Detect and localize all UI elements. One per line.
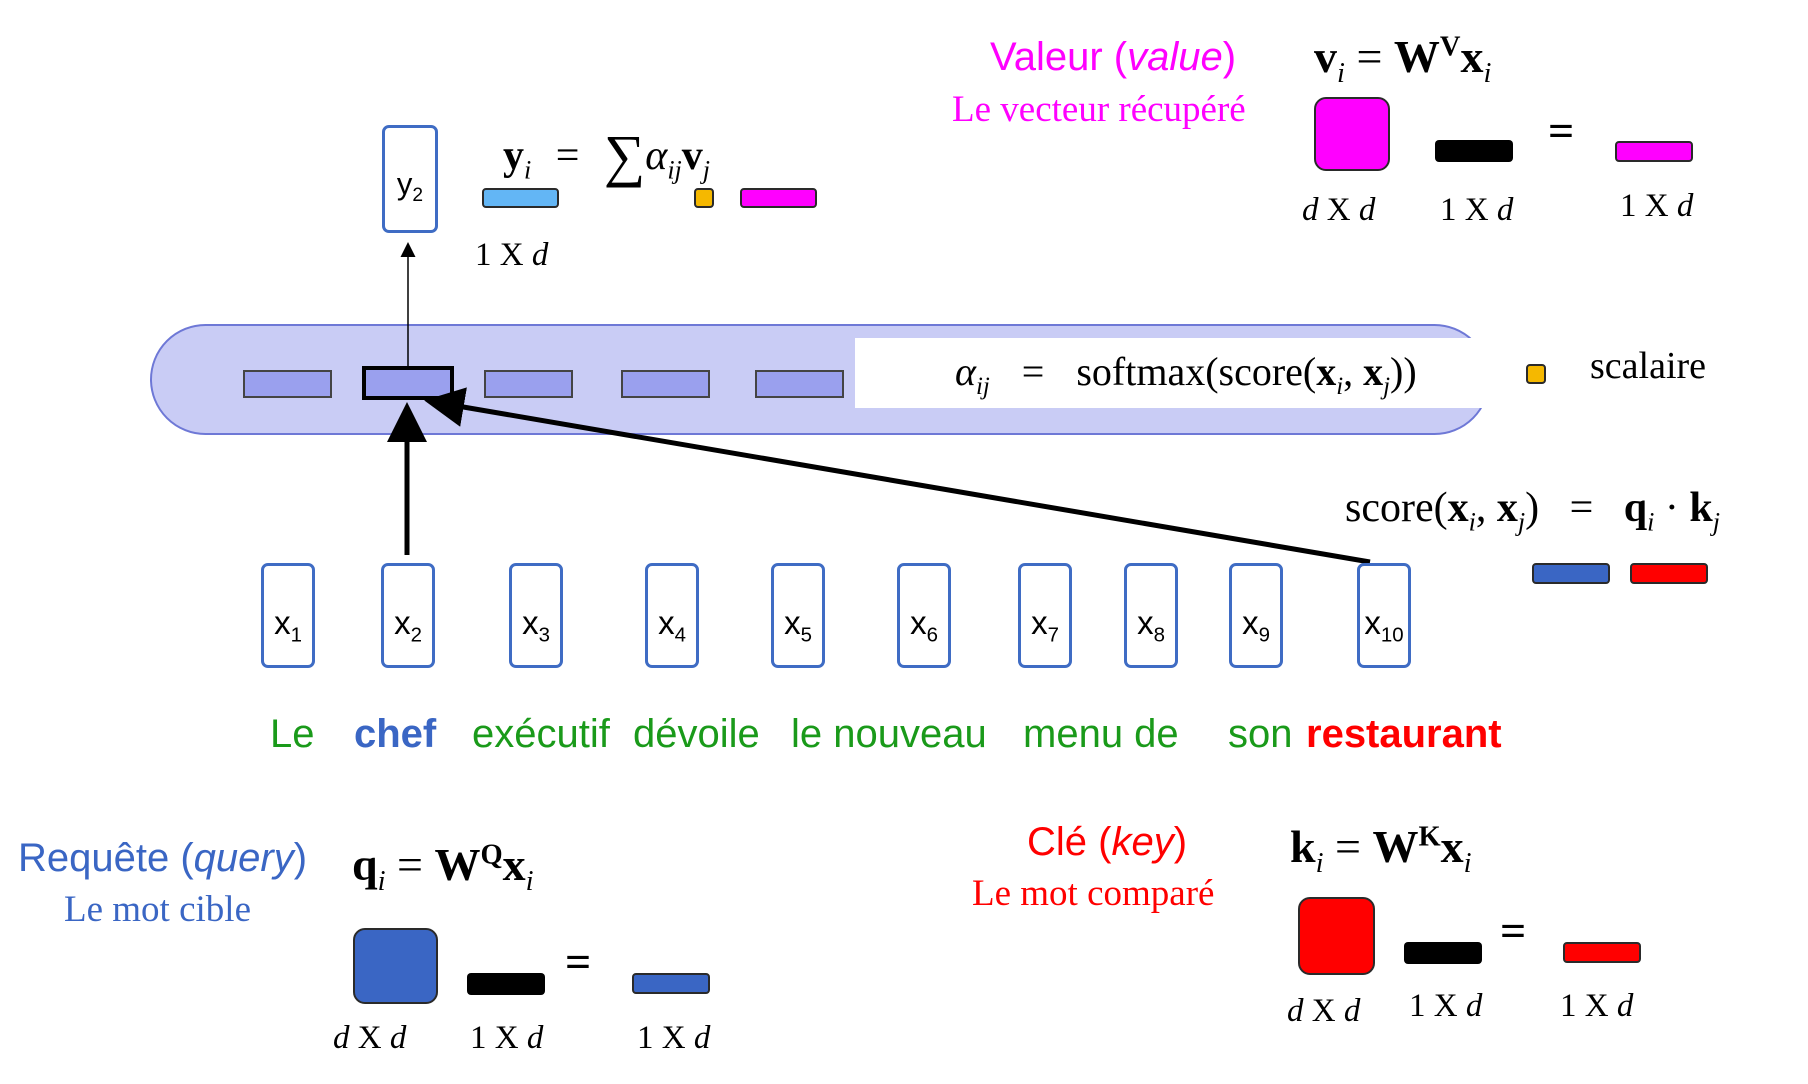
score-formula: score(xi, xj) = qi · kj bbox=[1345, 485, 1720, 537]
query-input-vector bbox=[467, 973, 545, 995]
alpha-formula: αij = softmax(score(xi, xj)) bbox=[955, 349, 1417, 400]
token-x2: x2 bbox=[381, 563, 435, 668]
output-formula: yi = ∑αijvj bbox=[503, 123, 711, 188]
value-dim-input: 1 X d bbox=[1440, 192, 1514, 228]
output-node-y2: y2 bbox=[382, 125, 438, 233]
query-title: Requête (query) bbox=[18, 836, 308, 880]
query-output-vector bbox=[632, 973, 710, 994]
attention-cell bbox=[484, 370, 573, 398]
key-equals: = bbox=[1500, 905, 1527, 956]
word-executif: exécutif bbox=[472, 712, 610, 756]
query-formula: qi = WQxi bbox=[352, 839, 534, 898]
output-dim: 1 X d bbox=[475, 237, 549, 273]
key-formula: ki = WKxi bbox=[1290, 821, 1472, 880]
token-x3: x3 bbox=[509, 563, 563, 668]
key-dim-output: 1 X d bbox=[1560, 988, 1634, 1024]
value-output-vector bbox=[1615, 141, 1693, 162]
word-restaurant: restaurant bbox=[1306, 712, 1502, 756]
word-le: Le bbox=[270, 712, 315, 756]
word-devoile: dévoile bbox=[633, 712, 760, 756]
value-weight-matrix bbox=[1314, 97, 1390, 171]
token-x4: x4 bbox=[645, 563, 699, 668]
alpha-formula-backdrop bbox=[855, 338, 1495, 408]
score-query-vector bbox=[1532, 563, 1610, 584]
output-node-label: y2 bbox=[396, 166, 424, 207]
token-x1: x1 bbox=[261, 563, 315, 668]
arrow-x10-to-cell bbox=[424, 387, 1371, 565]
query-dim-input: 1 X d bbox=[470, 1020, 544, 1056]
token-x6: x6 bbox=[897, 563, 951, 668]
value-dim-square: d X d bbox=[1302, 192, 1376, 228]
attention-cell bbox=[243, 370, 332, 398]
value-input-vector bbox=[1435, 140, 1513, 162]
query-dim-output: 1 X d bbox=[637, 1020, 711, 1056]
word-le-nouveau: le nouveau bbox=[791, 712, 987, 756]
token-x8: x8 bbox=[1124, 563, 1178, 668]
value-vector-small bbox=[740, 188, 817, 208]
query-weight-matrix bbox=[353, 928, 438, 1004]
word-chef: chef bbox=[354, 712, 437, 756]
key-title: Clé (key) bbox=[1027, 820, 1188, 864]
alpha-scalar bbox=[1526, 364, 1546, 384]
word-menu-de: menu de bbox=[1023, 712, 1179, 756]
key-output-vector bbox=[1563, 942, 1641, 963]
attention-cell bbox=[755, 370, 844, 398]
word-son: son bbox=[1228, 712, 1293, 756]
score-key-vector bbox=[1630, 563, 1708, 584]
query-dim-square: d X d bbox=[333, 1020, 407, 1056]
scalar-label: scalaire bbox=[1590, 345, 1707, 387]
key-dim-input: 1 X d bbox=[1409, 988, 1483, 1024]
value-formula: vi = WVxi bbox=[1314, 31, 1492, 90]
value-title: Valeur (value) bbox=[990, 35, 1237, 79]
key-input-vector bbox=[1404, 942, 1482, 964]
attention-cell bbox=[621, 370, 710, 398]
value-dim-output: 1 X d bbox=[1620, 188, 1694, 224]
key-subtitle: Le mot comparé bbox=[972, 873, 1215, 914]
value-equals: = bbox=[1548, 105, 1575, 156]
query-subtitle: Le mot cible bbox=[64, 889, 251, 930]
attention-cell-selected bbox=[362, 366, 454, 400]
output-vector bbox=[482, 188, 559, 208]
key-dim-square: d X d bbox=[1287, 993, 1361, 1029]
key-weight-matrix bbox=[1298, 897, 1375, 975]
token-x10: x10 bbox=[1357, 563, 1411, 668]
value-subtitle: Le vecteur récupéré bbox=[952, 89, 1246, 130]
token-x7: x7 bbox=[1018, 563, 1072, 668]
query-equals: = bbox=[565, 936, 592, 987]
weight-scalar bbox=[694, 188, 714, 208]
token-x9: x9 bbox=[1229, 563, 1283, 668]
token-x5: x5 bbox=[771, 563, 825, 668]
